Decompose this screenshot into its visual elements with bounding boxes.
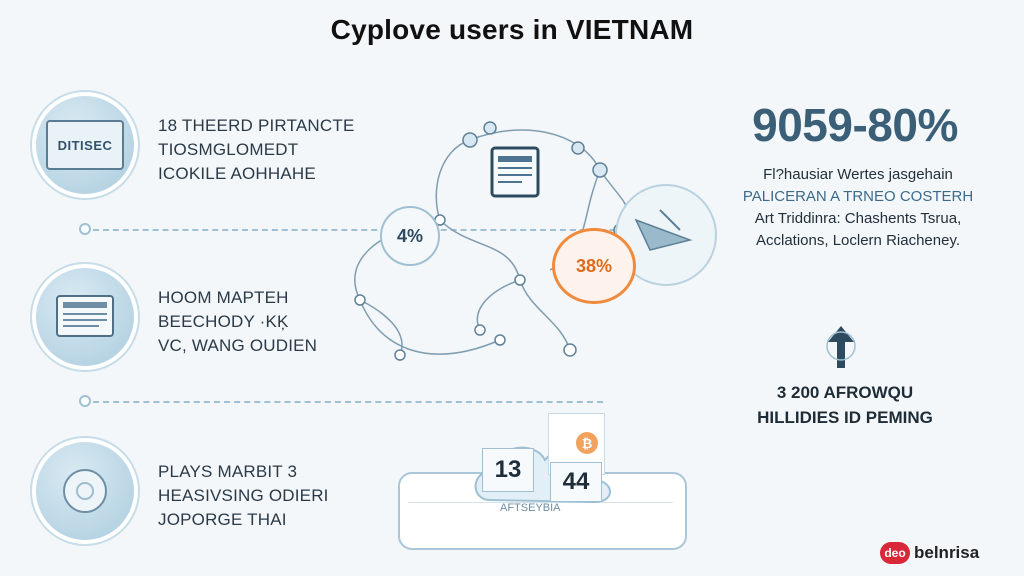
row-1-line-1: 18 THEERD PIRTANCTE bbox=[158, 116, 355, 135]
panel-number-right: 44 bbox=[550, 462, 602, 502]
row-3-text: PLAYS MARBIT 3 HEASIVSING ODIERI JOPORGE… bbox=[158, 460, 329, 532]
brand-mark-icon: deo bbox=[880, 542, 910, 564]
row-2-line-1: HOOM MAPTEH bbox=[158, 288, 289, 307]
stat-bubble-38: 38% bbox=[552, 228, 636, 304]
row-2-line-3: VC, WANG OUDIEN bbox=[158, 336, 318, 355]
row-3-line-2: HEASIVSING ODIERI bbox=[158, 486, 329, 505]
stat-bubble-38-label: 38% bbox=[575, 255, 613, 276]
row-3-circle bbox=[32, 438, 138, 544]
stat-bubble-4-label: 4% bbox=[396, 225, 423, 246]
row-2-text: HOOM MAPTEH BEECHODY ·KĶ VC, WANG OUDIEN bbox=[158, 286, 317, 358]
row-1-line-3: ICOKILE AOHHAHE bbox=[158, 164, 316, 183]
growth-stat: 3 200 AFROWQU HILLIDIES ID PEMING bbox=[735, 380, 955, 430]
stat-bubble-4: 4% bbox=[380, 206, 440, 266]
growth-stat-line-2: HILLIDIES ID PEMING bbox=[757, 408, 933, 427]
row-2-line-2: BEECHODY ·KĶ bbox=[158, 312, 289, 331]
arrow-up-icon bbox=[826, 326, 856, 368]
brand-logo: deo belnrisa bbox=[880, 542, 979, 564]
brand-name: belnrisa bbox=[914, 543, 980, 562]
row-2-circle bbox=[32, 264, 138, 370]
panel-number-left: 13 bbox=[482, 448, 534, 492]
growth-stat-line-1: 3 200 AFROWQU bbox=[776, 383, 914, 402]
panel-caption: AFTSEYBIA bbox=[500, 502, 561, 514]
coin-icon: ₿ bbox=[576, 432, 598, 454]
stat-desc-line-4: Acclations, Loclern Riacheney. bbox=[756, 232, 960, 249]
network-diagram bbox=[354, 121, 717, 361]
page-title: Cyplove users in VIETNAM bbox=[330, 14, 694, 45]
row-1-line-2: TIOSMGLOMEDT bbox=[158, 140, 299, 159]
headline-stat: 9059-80% bbox=[752, 99, 958, 151]
bird-emblem-icon bbox=[615, 184, 717, 286]
row-3-line-1: PLAYS MARBIT 3 bbox=[158, 462, 298, 481]
headline-stat-description: Fl?hausiar Wertes jasgehain PALICERAN A … bbox=[720, 164, 996, 252]
document-icon bbox=[56, 295, 114, 337]
connector-dot-2 bbox=[79, 395, 91, 407]
stat-desc-line-2: PALICERAN A TRNEO COSTERH bbox=[742, 188, 974, 205]
clipboard-icon bbox=[490, 146, 540, 198]
row-1-icon-label: DITISEC bbox=[57, 137, 113, 153]
connector-line-2 bbox=[93, 401, 603, 403]
panel-row-top bbox=[408, 502, 673, 519]
stat-desc-line-3: Art Triddinra: Chashents Tsrua, bbox=[754, 210, 962, 227]
row-1-circle: DITISEC bbox=[32, 92, 138, 198]
stat-desc-line-1: Fl?hausiar Wertes jasgehain bbox=[763, 166, 953, 183]
globe-icon bbox=[63, 469, 107, 513]
connector-dot-1 bbox=[79, 223, 91, 235]
security-badge-icon: DITISEC bbox=[46, 120, 124, 170]
row-1-text: 18 THEERD PIRTANCTE TIOSMGLOMEDT ICOKILE… bbox=[158, 114, 355, 186]
row-3-line-3: JOPORGE THAI bbox=[158, 510, 287, 529]
